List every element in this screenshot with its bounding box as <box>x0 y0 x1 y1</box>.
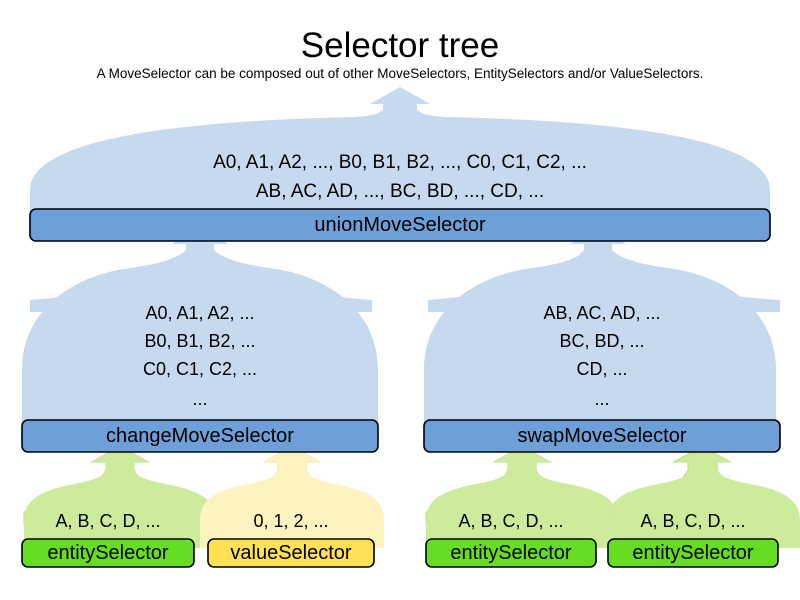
swap-move-selector-label: swapMoveSelector <box>517 425 687 447</box>
entity-selector-1-bar[interactable] <box>21 538 195 568</box>
change-dome-shape <box>22 228 378 424</box>
entity-selector-2-label: entitySelector <box>450 542 572 564</box>
value-selector-1-dome-line: 0, 1, 2, ... <box>253 511 329 531</box>
union-dome-line-2: AB, AC, AD, ..., BC, BD, ..., CD, ... <box>255 181 545 202</box>
value-selector-1-bar[interactable] <box>207 538 375 568</box>
union-move-selector-label: unionMoveSelector <box>314 214 486 236</box>
union-dome-shape <box>30 87 770 212</box>
change-dome-line-3: C0, C1, C2, ... <box>142 359 258 379</box>
entity-selector-2-dome-line: A, B, C, D, ... <box>458 511 564 531</box>
change-move-selector-label: changeMoveSelector <box>106 425 294 447</box>
entity-selector-1-label: entitySelector <box>47 542 169 564</box>
union-move-selector-bar[interactable] <box>29 208 771 242</box>
swap-dome-line-1: AB, AC, AD, ... <box>543 303 661 323</box>
change-dome-line-2: B0, B1, B2, ... <box>144 331 256 351</box>
entity-selector-3-bar[interactable] <box>607 538 779 568</box>
value-selector-1-dome-shape <box>200 446 384 548</box>
change-dome-line-4: ... <box>192 389 208 409</box>
change-dome-line-1: A0, A1, A2, ... <box>145 303 255 323</box>
swap-dome-shape <box>424 228 776 424</box>
entity-selector-3-dome-line: A, B, C, D, ... <box>640 511 746 531</box>
page-title: Selector tree <box>300 26 500 65</box>
union-dome-line-1: A0, A1, A2, ..., B0, B1, B2, ..., C0, C1… <box>213 152 587 173</box>
entity-selector-1-dome-line: A, B, C, D, ... <box>55 511 161 531</box>
page-subtitle: A MoveSelector can be composed out of ot… <box>96 66 704 81</box>
entity-selector-2-bar[interactable] <box>425 538 597 568</box>
entity-selector-1-dome-shape <box>24 446 216 548</box>
value-selector-1-label: valueSelector <box>230 542 352 564</box>
change-move-selector-bar[interactable] <box>21 419 379 453</box>
entity-selector-3-dome-shape <box>608 446 800 548</box>
swap-dome-line-2: BC, BD, ... <box>559 331 645 351</box>
swap-dome-line-3: CD, ... <box>576 359 628 379</box>
entity-selector-2-dome-shape <box>426 446 618 548</box>
swap-dome-line-4: ... <box>594 389 610 409</box>
swap-move-selector-bar[interactable] <box>423 419 781 453</box>
entity-selector-3-label: entitySelector <box>632 542 754 564</box>
